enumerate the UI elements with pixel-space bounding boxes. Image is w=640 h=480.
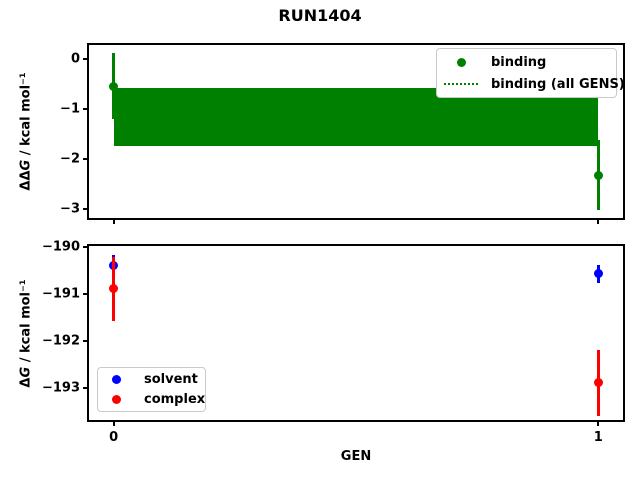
legend-entry-binding: binding xyxy=(441,51,612,73)
y-tick-label: −3 xyxy=(60,201,80,217)
figure-title: RUN1404 xyxy=(278,6,362,25)
y-tick-mark xyxy=(83,340,87,343)
x-tick-mark xyxy=(112,422,115,426)
solvent-dot-icon xyxy=(111,375,121,385)
x-tick-mark xyxy=(597,422,600,426)
binding-dot-icon xyxy=(456,57,466,67)
y-tick-label: −2 xyxy=(60,151,80,167)
legend-label: binding xyxy=(491,54,547,70)
legend-entry-solvent: solvent xyxy=(102,370,201,390)
y-tick-label: −191 xyxy=(41,286,80,302)
legend-label: solvent xyxy=(144,372,198,388)
legend-binding: binding binding (all GENS) xyxy=(436,48,625,98)
complex-data-point xyxy=(593,378,603,388)
y-axis-label-bottom: ΔG / kcal mol⁻¹ xyxy=(18,278,34,388)
legend-entry-complex: complex xyxy=(102,390,205,410)
complex-dot-icon xyxy=(111,394,121,404)
y-tick-mark xyxy=(83,208,87,211)
y-tick-mark xyxy=(83,387,87,390)
x-tick-label: 1 xyxy=(593,430,603,445)
x-axis-label: GEN xyxy=(340,449,372,464)
y-tick-label: −193 xyxy=(41,380,80,396)
x-tick-mark xyxy=(112,220,115,224)
y-tick-mark xyxy=(83,58,87,61)
y-tick-mark xyxy=(83,108,87,111)
y-tick-mark xyxy=(83,158,87,161)
legend-dg: solvent complex xyxy=(97,367,206,412)
y-axis-label-top: ΔΔG / kcal mol⁻¹ xyxy=(18,72,34,191)
y-tick-label: −190 xyxy=(41,239,80,255)
legend-entry-binding-all-gens: binding (all GENS) xyxy=(441,73,625,95)
solvent-data-point xyxy=(593,269,603,279)
binding-data-point xyxy=(593,170,603,180)
x-tick-label: 0 xyxy=(109,430,119,445)
x-tick-mark xyxy=(597,220,600,224)
y-tick-mark xyxy=(83,246,87,249)
axes-dg: solvent complex −190 −191 −192 −193 0 1 xyxy=(42,240,625,445)
axes-binding: binding binding (all GENS) 0 −1 −2 −3 xyxy=(60,43,625,224)
y-tick-label: 0 xyxy=(70,51,80,67)
y-tick-mark xyxy=(83,293,87,296)
dotted-line-icon xyxy=(444,83,478,85)
legend-label: complex xyxy=(144,391,206,407)
y-tick-label: −1 xyxy=(60,101,80,117)
y-tick-label: −192 xyxy=(41,333,80,349)
legend-label: binding (all GENS) xyxy=(491,76,625,92)
complex-data-point xyxy=(109,284,119,294)
binding-data-point xyxy=(109,81,119,91)
